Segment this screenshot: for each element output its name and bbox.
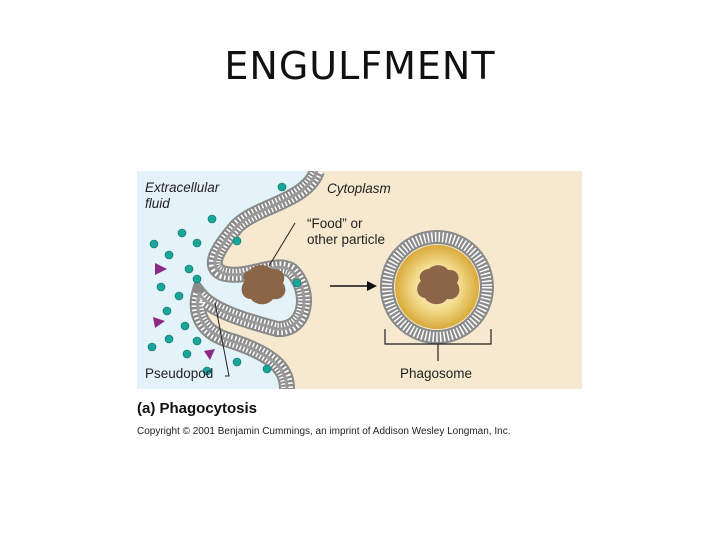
label-extracellular-line2: fluid [145,196,219,212]
figure-caption: (a) Phagocytosis [137,400,257,417]
label-phagosome: Phagosome [400,366,472,382]
label-food-line1: “Food” or [307,216,385,232]
copyright-notice: Copyright © 2001 Benjamin Cummings, an i… [137,426,510,437]
label-cytoplasm: Cytoplasm [327,181,391,197]
label-extracellular: Extracellular fluid [145,180,219,212]
phagosome-vesicle [387,237,487,337]
label-pseudopod: Pseudopod [145,366,213,382]
slide-title: ENGULFMENT [0,44,720,88]
label-food: “Food” or other particle [307,216,385,248]
label-food-line2: other particle [307,232,385,248]
label-extracellular-line1: Extracellular [145,180,219,196]
phagocytosis-figure: Extracellular fluid Cytoplasm “Food” or … [137,171,582,389]
